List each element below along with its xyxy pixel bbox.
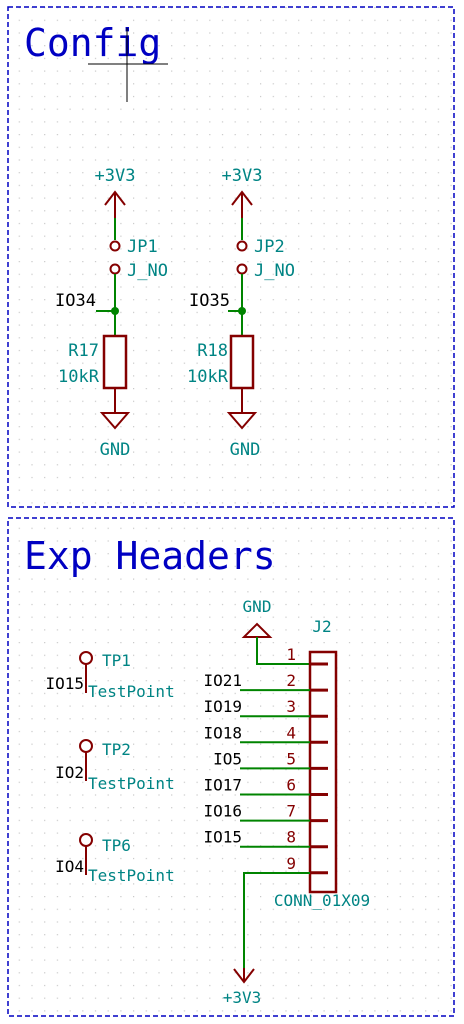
gnd-symbol-right	[226, 412, 258, 430]
res-ref-right: R18	[197, 341, 228, 361]
config-left-group: +3V3 JP1 J_NO IO34 R17 10kR GND	[55, 166, 168, 460]
connector-pin-number-6: 6	[286, 776, 296, 795]
connector-pin-number-7: 7	[286, 802, 296, 821]
testpoint-2-net: IO2	[55, 763, 84, 782]
testpoint-6: TP6 IO4 TestPoint	[55, 833, 175, 885]
connector-net-label-6: IO17	[203, 776, 242, 795]
testpoint-1: TP1 IO15 TestPoint	[45, 651, 175, 701]
testpoint-2-icon	[79, 739, 93, 753]
connector-net-label-2: IO21	[203, 671, 242, 690]
jumper-val-left: J_NO	[127, 261, 168, 281]
power-arrow-left	[104, 190, 126, 218]
connector-power-label: +3V3	[223, 988, 262, 1007]
testpoint-6-icon	[79, 833, 93, 847]
junction-left	[111, 307, 119, 315]
power-arrow-right	[231, 190, 253, 218]
connector-gnd-label: GND	[243, 597, 272, 616]
jumper-pad-right-top	[236, 240, 248, 252]
jumper-val-right: J_NO	[254, 261, 295, 281]
connector-pin-number-3: 3	[286, 697, 296, 716]
testpoint-1-net: IO15	[45, 674, 84, 693]
exp-title: Exp Headers	[24, 534, 276, 578]
connector-net-label-7: IO16	[203, 802, 242, 821]
connector-body	[308, 650, 338, 894]
testpoint-2-val: TestPoint	[88, 774, 175, 793]
config-frame	[7, 6, 455, 508]
connector-pins: 1 2 IO21 3 IO19 4 IO18 5 IO5 6 IO17 7 IO16 8 IO15 9	[203, 645, 328, 875]
exp-section: Exp Headers TP1 IO15 TestPoint TP2 IO2 T…	[7, 517, 455, 1017]
connector-pin-number-8: 8	[286, 828, 296, 847]
resistor-right	[229, 334, 255, 390]
res-val-left: 10kR	[58, 367, 100, 387]
resistor-left	[102, 334, 128, 390]
connector-pin-number-4: 4	[286, 723, 296, 742]
config-title: Config	[24, 21, 161, 65]
testpoint-1-icon	[79, 651, 93, 665]
connector-power-wire	[243, 872, 310, 968]
connector-net-label-4: IO18	[203, 723, 242, 742]
net-label-left: IO34	[55, 291, 96, 311]
config-section: Config +3V3 JP1 J_NO IO34 R17 10kR GN	[7, 6, 455, 508]
jumper-pad-left-bottom	[109, 263, 121, 275]
connector-ref: J2	[312, 617, 331, 636]
connector-power-arrow	[233, 968, 255, 984]
exp-grid	[8, 518, 454, 1016]
gnd-symbol-left	[99, 412, 131, 430]
connector-net-label-5: IO5	[213, 749, 242, 768]
testpoint-1-val: TestPoint	[88, 682, 175, 701]
jumper-ref-left: JP1	[127, 237, 158, 257]
connector-j2: GND J2 1 2 IO21 3 IO19 4 IO18 5 IO5 6 IO17 7 IO16 8 IO…	[203, 597, 370, 1007]
testpoint-1-ref: TP1	[102, 651, 131, 670]
res-ref-left: R17	[68, 341, 99, 361]
power-label-left: +3V3	[95, 166, 136, 186]
jumper-ref-right: JP2	[254, 237, 285, 257]
testpoint-2: TP2 IO2 TestPoint	[55, 739, 175, 793]
jumper-pad-right-bottom	[236, 263, 248, 275]
power-label-right: +3V3	[222, 166, 263, 186]
junction-right	[238, 307, 246, 315]
gnd-label-right: GND	[230, 440, 261, 460]
connector-gnd-wire	[256, 637, 310, 665]
net-label-right: IO35	[189, 291, 230, 311]
connector-pin-number-2: 2	[286, 671, 296, 690]
testpoint-6-val: TestPoint	[88, 866, 175, 885]
config-grid	[8, 7, 454, 507]
connector-pin-number-9: 9	[286, 854, 296, 873]
testpoint-6-net: IO4	[55, 857, 84, 876]
config-right-group: +3V3 JP2 J_NO IO35 R18 10kR GND	[187, 166, 295, 460]
connector-pin-number-1: 1	[286, 645, 296, 664]
connector-pin-number-5: 5	[286, 749, 296, 768]
jumper-pad-left-top	[109, 240, 121, 252]
connector-net-label-3: IO19	[203, 697, 242, 716]
res-val-right: 10kR	[187, 367, 229, 387]
gnd-label-left: GND	[100, 440, 131, 460]
connector-val: CONN_01X09	[274, 891, 370, 910]
testpoint-6-ref: TP6	[102, 836, 131, 855]
connector-net-label-8: IO15	[203, 828, 242, 847]
testpoint-2-ref: TP2	[102, 740, 131, 759]
